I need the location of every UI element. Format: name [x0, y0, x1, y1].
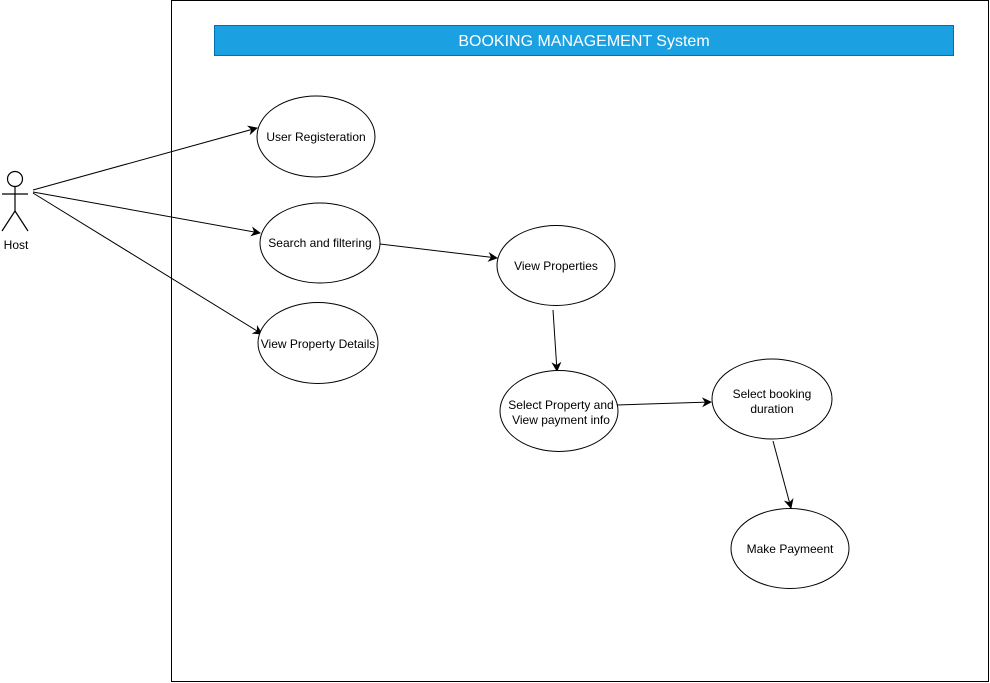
stick-figure-icon [1, 170, 29, 232]
use-case-label: Select Property and [508, 398, 613, 412]
use-case-select-property[interactable]: Select Property and View payment info [499, 370, 619, 452]
use-case-label: View payment info [512, 413, 610, 427]
connector-select-property-to-booking-duration [616, 397, 712, 408]
connector-host-to-search [32, 191, 261, 237]
use-case-label: Search and filtering [268, 236, 371, 250]
actor-host[interactable]: Host [1, 170, 29, 253]
use-case-user-registration[interactable]: User Registeration [256, 95, 376, 178]
use-case-view-properties[interactable]: View Properties [496, 225, 616, 306]
connector-booking-duration-to-payment [772, 440, 794, 509]
use-case-label: View Property Details [261, 337, 376, 351]
connector-view-properties-to-select-property [551, 309, 562, 372]
use-case-make-payment[interactable]: Make Paymeent [730, 508, 850, 589]
use-case-select-booking-duration[interactable]: Select booking duration [711, 358, 833, 440]
connectors [32, 125, 794, 509]
actor-label: Host [4, 238, 29, 252]
use-case-label: Make Paymeent [747, 542, 834, 556]
use-case-label: duration [750, 402, 793, 416]
connector-host-to-property-details [32, 192, 263, 335]
system-title-bar: BOOKING MANAGEMENT System [214, 25, 954, 56]
use-case-label: View Properties [514, 259, 598, 273]
use-case-label: Select booking [733, 387, 812, 401]
use-case-search-filtering[interactable]: Search and filtering [259, 202, 381, 284]
connector-search-to-view-properties [379, 243, 498, 262]
use-case-label: User Registeration [266, 130, 365, 144]
use-case-view-property-details[interactable]: View Property Details [257, 302, 379, 384]
system-title: BOOKING MANAGEMENT System [458, 33, 709, 50]
connector-host-to-registration [32, 125, 258, 191]
